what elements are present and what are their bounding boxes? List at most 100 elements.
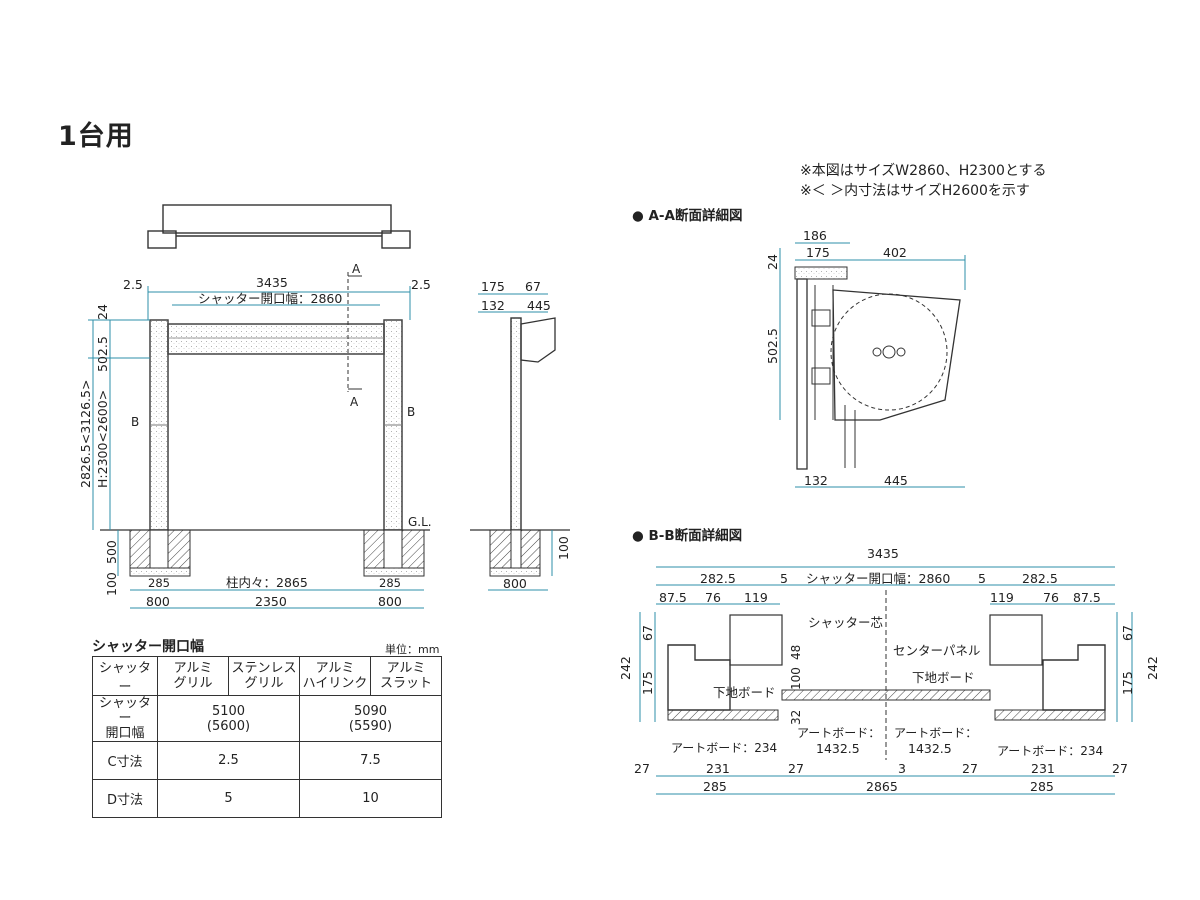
dim-24: 24 (95, 304, 110, 320)
aa-dimensions: 186 175 402 24 502.5 132 445 (765, 228, 966, 488)
dim-500: 500 (104, 540, 119, 564)
section-bb-title: ● B-B断面詳細図 (632, 528, 743, 544)
dim-aa-502-5: 502.5 (765, 328, 780, 364)
dim-2350: 2350 (255, 594, 287, 609)
dim-bb-2865: 2865 (866, 779, 898, 794)
row-label-d: D寸法 (92, 779, 158, 818)
dim-bb-175-left: 175 (640, 671, 655, 695)
dim-bb-231-right: 231 (1031, 761, 1055, 776)
note-h2600: ※＜ ＞内寸法はサイズH2600を示す (800, 183, 1030, 199)
table-header-row: シャッター アルミ グリル ステンレス グリル アルミ ハイリンク アルミ スラ… (92, 656, 442, 696)
dim-bb-27-b: 27 (788, 761, 804, 776)
header-stainless-grill: ステンレス グリル (228, 656, 300, 696)
page-title: 1台用 (58, 121, 134, 152)
row-value-opening-1: 5100 (5600) (157, 695, 300, 742)
dim-2-5-right: 2.5 (411, 277, 431, 292)
table-title: シャッター開口幅 (92, 639, 204, 655)
foundations (100, 529, 430, 577)
row-value-d-2: 10 (299, 779, 442, 818)
dim-502-5: 502.5 (95, 336, 110, 372)
header-alumi-highlink: アルミ ハイリンク (299, 656, 371, 696)
section-aa-title: ● A-A断面詳細図 (632, 208, 743, 224)
section-bb-label: B-B断面詳細図 (648, 528, 743, 544)
bb-dimensions: 3435 282.5 5 シャッター開口幅：2860 5 282.5 87.5 … (618, 546, 1160, 795)
mark-b-right: B (407, 405, 415, 419)
row-label-c: C寸法 (92, 741, 158, 780)
dim-aa-186: 186 (803, 228, 827, 243)
dim-side-100: 100 (556, 536, 571, 560)
dim-bb-175-right: 175 (1120, 671, 1135, 695)
dim-bb-opening: シャッター開口幅：2860 (806, 571, 950, 586)
dim-aa-402: 402 (883, 245, 907, 260)
mark-b-left: B (131, 415, 139, 429)
dim-285-left: 285 (148, 576, 170, 590)
dim-bb-119-left: 119 (744, 590, 768, 605)
plan-view (147, 204, 411, 249)
label-art-board-right: アートボード：234 (997, 744, 1103, 758)
dim-bb-67-right: 67 (1120, 625, 1135, 641)
dim-285-right: 285 (379, 576, 401, 590)
row-value-d-1: 5 (157, 779, 300, 818)
opening-width-table: シャッター アルミ グリル ステンレス グリル アルミ ハイリンク アルミ スラ… (92, 656, 442, 818)
dim-side-800: 800 (503, 576, 527, 591)
dim-bb-285-right: 285 (1030, 779, 1054, 794)
label-art-board-center1: アートボード： (797, 726, 880, 740)
dim-side-67: 67 (525, 279, 541, 294)
dim-bb-242-left: 242 (618, 656, 633, 680)
dim-bb-67-left: 67 (640, 625, 655, 641)
label-base-board-left: 下地ボード (713, 685, 776, 700)
label-center-panel: センターパネル (893, 643, 980, 658)
dim-bb-27-a: 27 (634, 761, 650, 776)
bb-labels: シャッター芯 センターパネル 下地ボード 下地ボード アートボード：234 アー… (671, 615, 1103, 758)
header-alumi-slat: アルミ スラット (370, 656, 442, 696)
dim-total-height: 2826.5<3126.5> (78, 380, 93, 488)
row-value-c-1: 2.5 (157, 741, 300, 780)
dim-bb-48: 48 (789, 645, 803, 660)
label-art-board-center1-value: 1432.5 (816, 741, 860, 756)
dim-post-pitch: 柱内々：2865 (226, 575, 308, 590)
dim-bb-5-left: 5 (780, 571, 788, 586)
dim-bb-3: 3 (898, 761, 906, 776)
row-label-opening: シャッター 開口幅 (92, 695, 158, 742)
label-base-board-right: 下地ボード (912, 670, 975, 685)
dim-side-132: 132 (481, 298, 505, 313)
dim-aa-175: 175 (806, 245, 830, 260)
dim-bb-231-left: 231 (706, 761, 730, 776)
table-row: C寸法 2.5 7.5 (92, 741, 442, 780)
dim-800-right: 800 (378, 594, 402, 609)
dim-bb-27-c: 27 (962, 761, 978, 776)
dim-bb-282-5-right: 282.5 (1022, 571, 1058, 586)
dim-800-left: 800 (146, 594, 170, 609)
section-marks: A A B B G.L. (131, 262, 432, 529)
dim-3435: 3435 (256, 275, 288, 290)
dim-h2300: H:2300<2600> (95, 390, 110, 488)
note-size: ※本図はサイズW2860、H2300とする (800, 163, 1047, 179)
label-shutter-core: シャッター芯 (808, 615, 883, 630)
dim-aa-445: 445 (884, 473, 908, 488)
label-art-board-center2: アートボード： (894, 726, 977, 740)
dim-bb-5-right: 5 (978, 571, 986, 586)
label-art-board-left: アートボード：234 (671, 741, 777, 755)
row-value-c-2: 7.5 (299, 741, 442, 780)
dim-bb-282-5-left: 282.5 (700, 571, 736, 586)
row-value-opening-2: 5090 (5590) (299, 695, 442, 742)
table-row: D寸法 5 10 (92, 779, 442, 818)
dim-bb-87-5-right: 87.5 (1073, 590, 1101, 605)
dim-aa-24: 24 (765, 254, 780, 270)
dim-2-5-left: 2.5 (123, 277, 143, 292)
table-unit: 単位：mm (385, 643, 440, 656)
dim-opening-width: シャッター開口幅：2860 (198, 291, 342, 306)
section-aa-label: A-A断面詳細図 (648, 208, 743, 224)
header-shutter: シャッター (92, 656, 158, 696)
side-dimensions: 175 67 132 445 100 800 (478, 279, 571, 591)
dim-bb-32: 32 (789, 710, 803, 725)
label-art-board-center2-value: 1432.5 (908, 741, 952, 756)
dim-bb-87-5-left: 87.5 (659, 590, 687, 605)
dim-bb-27-d: 27 (1112, 761, 1128, 776)
dim-bb-3435: 3435 (867, 546, 899, 561)
dim-bb-242-right: 242 (1145, 656, 1160, 680)
mark-gl: G.L. (408, 515, 432, 529)
